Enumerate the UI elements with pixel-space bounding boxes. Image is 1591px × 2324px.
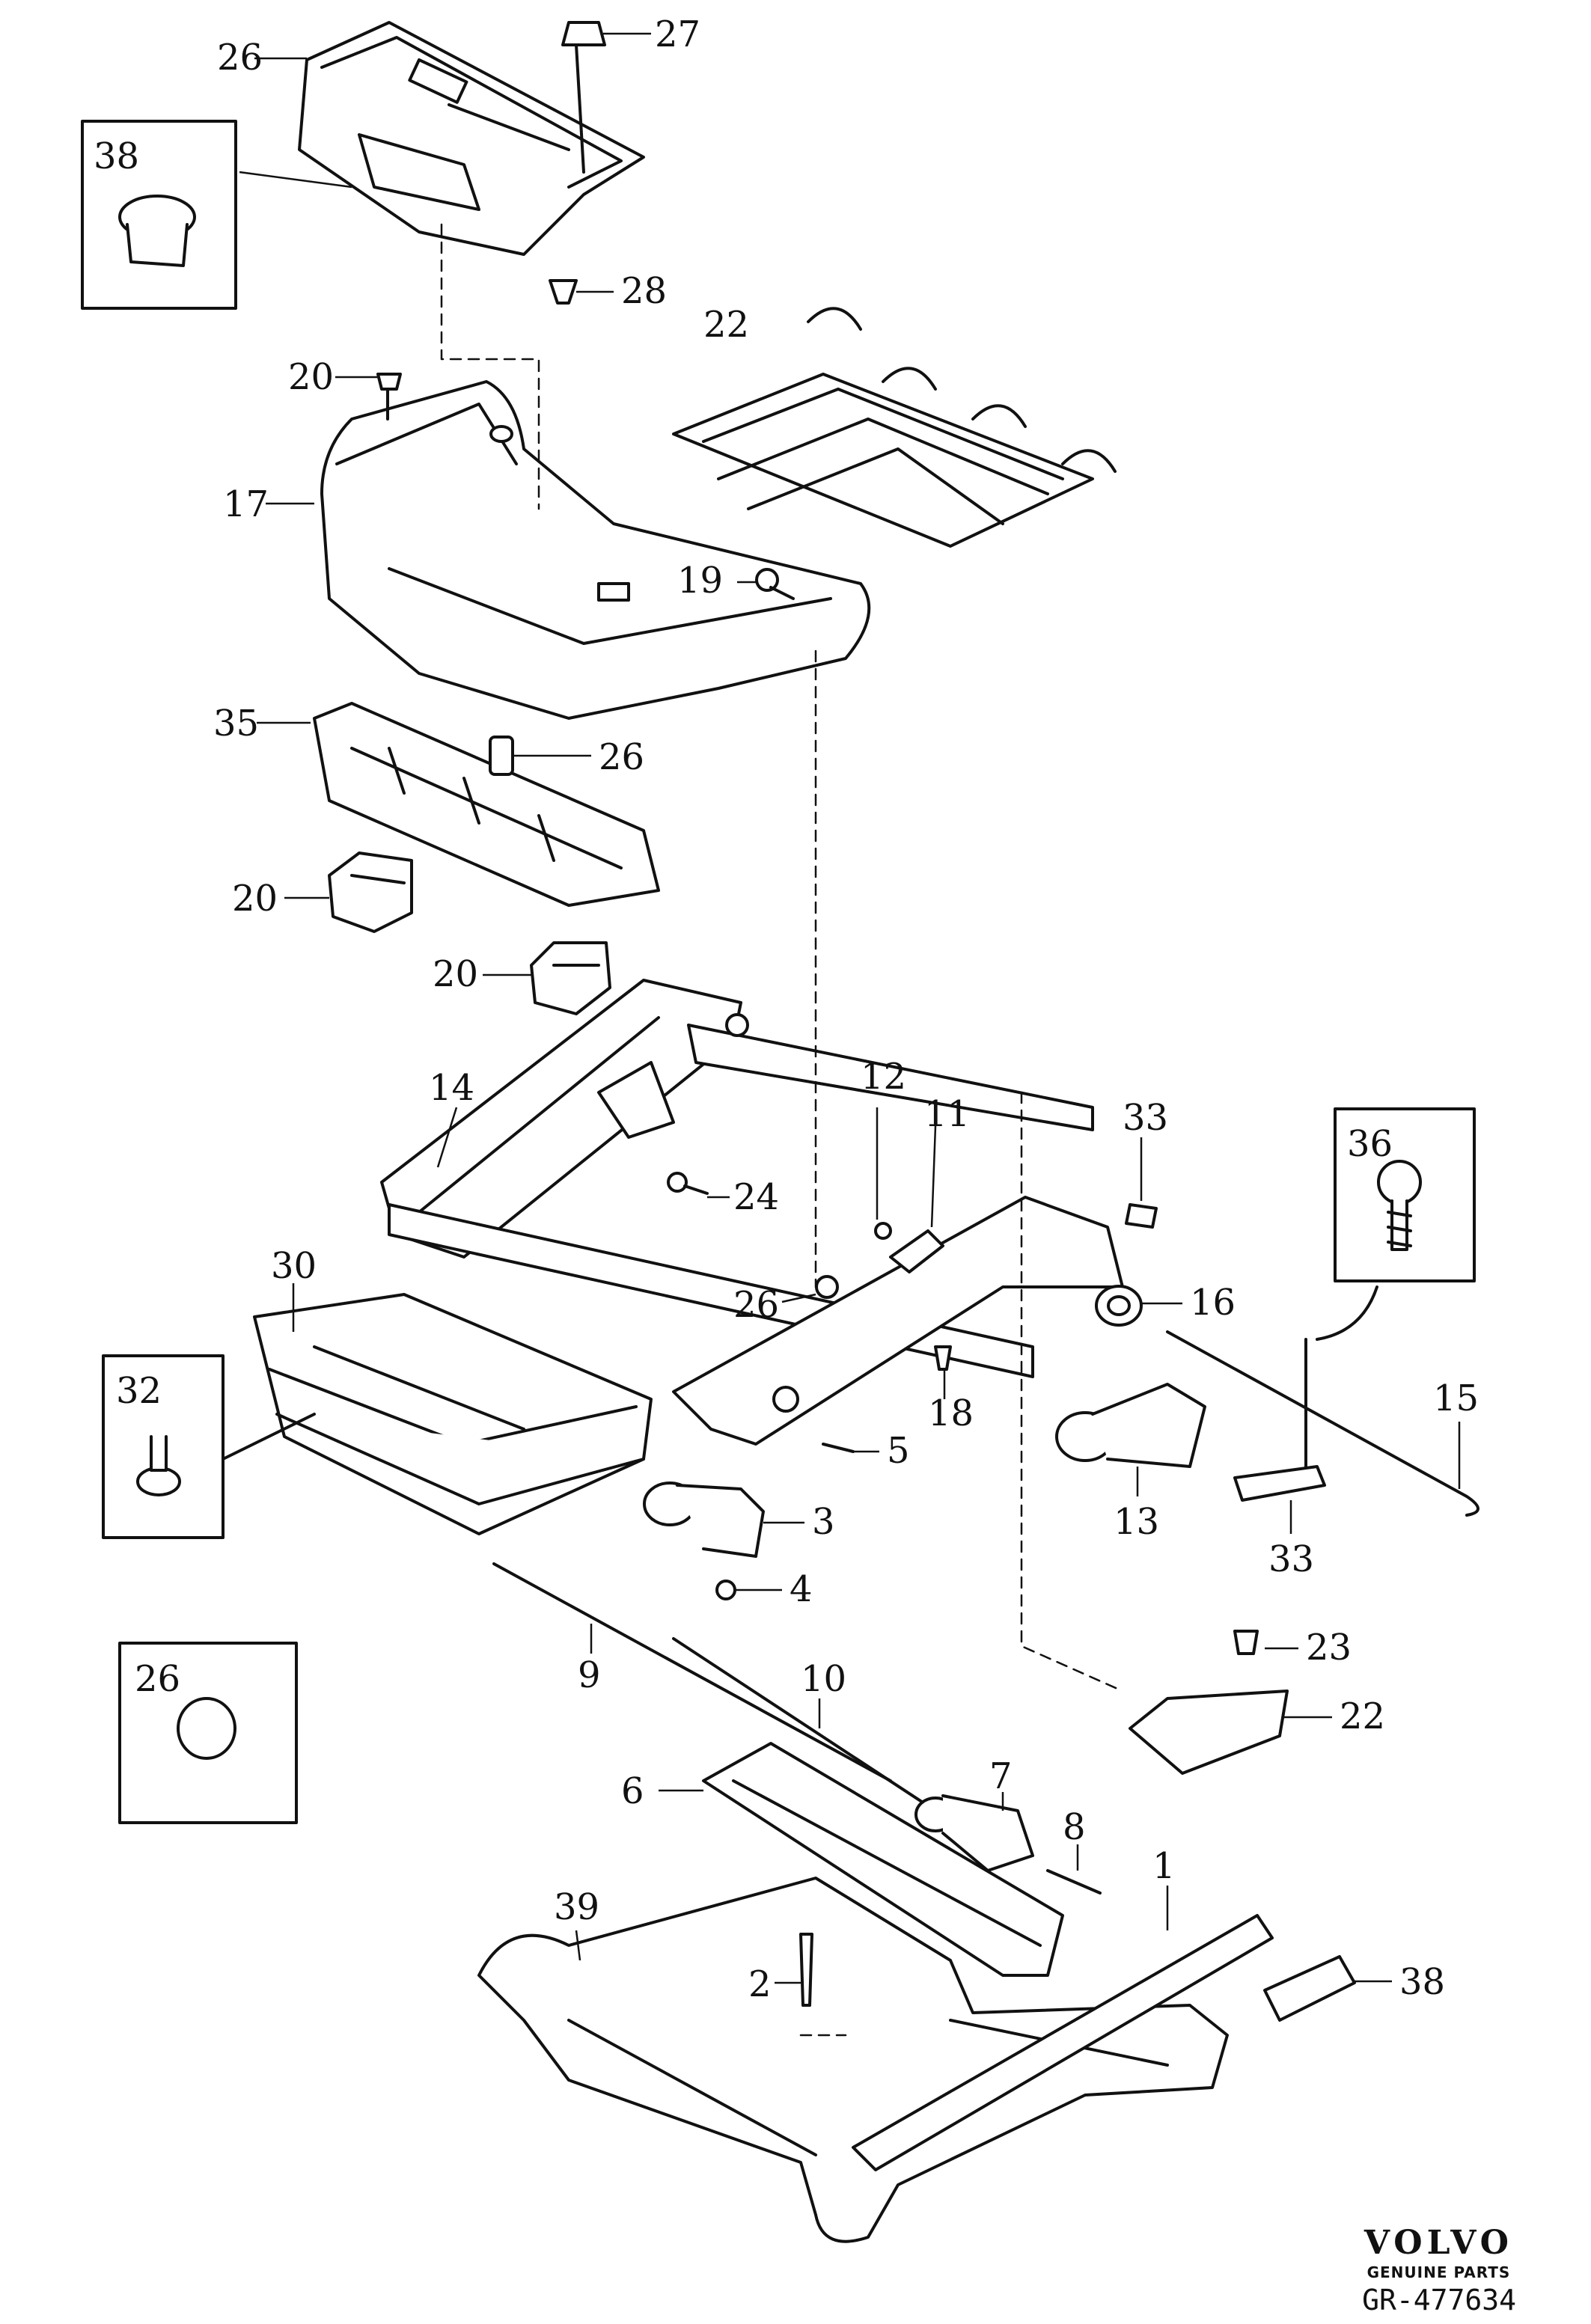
part-39-base-frame	[477, 1877, 1229, 2243]
part-31-tray	[253, 1293, 653, 1535]
part-1-rail	[852, 1914, 1274, 2171]
part-3-actuator	[643, 1481, 765, 1558]
callout-21: 20	[288, 356, 334, 398]
part-16-gear	[1095, 1285, 1143, 1327]
part-15-rod	[1166, 1330, 1479, 1517]
part-4-screw	[715, 1580, 736, 1600]
part-23-bracket	[1129, 1690, 1289, 1775]
part-14-seat-frame	[380, 979, 1124, 1446]
part-12-nut	[874, 1222, 892, 1240]
inset-38-box	[81, 120, 237, 310]
volvo-brand: VOLVO GENUINE PARTS	[1364, 2224, 1513, 2281]
callout-37: 35	[213, 703, 259, 744]
brand-logo: VOLVO	[1364, 2224, 1513, 2262]
brand-tagline: GENUINE PARTS	[1366, 2263, 1511, 2281]
guide-line-c	[1020, 1091, 1124, 1692]
part-21-screw	[376, 373, 402, 421]
callout-5: 5	[887, 1430, 910, 1472]
part-7-motor	[914, 1794, 1034, 1872]
callout-27: 26	[217, 37, 263, 79]
callout-26-a: 26	[733, 1284, 779, 1326]
inset-32-box	[102, 1354, 225, 1539]
part-17-seat-pan	[320, 380, 871, 720]
callout-17: 17	[223, 483, 269, 525]
callout-39: 39	[554, 1886, 599, 1928]
part-33-cover	[1263, 1955, 1356, 2022]
callout-6: 6	[621, 1770, 644, 1812]
callout-4: 4	[790, 1568, 813, 1610]
arrow-32	[222, 1413, 316, 1461]
part-2-bolt	[799, 1933, 813, 2007]
part-6-rail	[702, 1742, 1064, 1977]
inset-label-36: 36	[1347, 1123, 1393, 1165]
part-26-bushing	[815, 1275, 839, 1299]
callout-12: 12	[861, 1056, 906, 1098]
callout-7: 7	[989, 1755, 1013, 1797]
inset-label-32: 32	[116, 1370, 162, 1412]
leader-14	[436, 1107, 458, 1168]
callout-20-a: 20	[232, 878, 278, 920]
callout-1: 1	[1152, 1845, 1176, 1887]
part-18-clip	[934, 1345, 952, 1371]
part-9-rod	[492, 1562, 892, 1782]
part-30-nut	[549, 279, 578, 305]
callout-8: 8	[1063, 1806, 1086, 1848]
callout-20-b: 20	[433, 953, 478, 995]
inset-label-26: 26	[135, 1658, 180, 1700]
callout-33: 38	[1399, 1961, 1445, 2003]
callout-14: 14	[429, 1067, 474, 1109]
callout-3: 3	[812, 1501, 835, 1543]
callout-2: 2	[748, 1963, 772, 2005]
part-25-screw	[667, 1172, 709, 1195]
guide-line-a	[440, 223, 540, 510]
callout-29: 27	[655, 13, 700, 55]
callout-19: 19	[677, 560, 723, 602]
part-10-rod	[672, 1637, 937, 1812]
callout-16: 16	[1190, 1282, 1236, 1324]
callout-13: 13	[1114, 1501, 1159, 1543]
leader-11	[930, 1125, 937, 1228]
callout-25: 24	[733, 1176, 779, 1218]
callout-15: 15	[1433, 1377, 1479, 1419]
callout-31: 30	[271, 1245, 317, 1287]
callout-30: 28	[621, 270, 667, 312]
part-37-bracket	[313, 702, 660, 907]
callout-22: 22	[703, 304, 749, 346]
part-19-bolt	[755, 568, 795, 600]
part-11-bracket	[889, 1229, 944, 1273]
part-35-bracket	[1233, 1465, 1326, 1502]
callout-18: 18	[928, 1392, 974, 1434]
diagram-reference: GR-477634	[1362, 2284, 1516, 2317]
callout-35: 33	[1268, 1538, 1314, 1580]
part-8-shaft	[1046, 1869, 1102, 1895]
part-28-bolt	[489, 736, 514, 776]
part-5-bolt	[822, 1443, 855, 1453]
callout-23: 22	[1340, 1695, 1385, 1737]
leader-26	[781, 1293, 816, 1303]
callout-11: 11	[924, 1093, 970, 1135]
arrow-36	[1316, 1285, 1378, 1341]
part-27-trim-panel	[298, 21, 645, 256]
inset-label-38: 38	[94, 135, 139, 177]
leader-38	[239, 171, 352, 189]
part-20-clip-b	[530, 941, 611, 1015]
callout-24: 23	[1306, 1627, 1352, 1669]
part-13-motor	[1055, 1383, 1206, 1468]
part-24-bolt	[1233, 1630, 1259, 1655]
callout-9: 9	[578, 1654, 601, 1696]
leader-39	[575, 1930, 581, 1961]
callout-34: 33	[1123, 1097, 1168, 1139]
inset-26-box	[118, 1642, 298, 1824]
part-34-bolt	[1125, 1203, 1158, 1229]
inset-36-box	[1334, 1107, 1476, 1282]
callout-10: 10	[801, 1658, 846, 1700]
part-20-clip-a	[328, 851, 413, 933]
part-22-spring-mat	[672, 307, 1117, 548]
callout-28: 26	[599, 736, 644, 778]
part-29-clip	[561, 21, 606, 174]
